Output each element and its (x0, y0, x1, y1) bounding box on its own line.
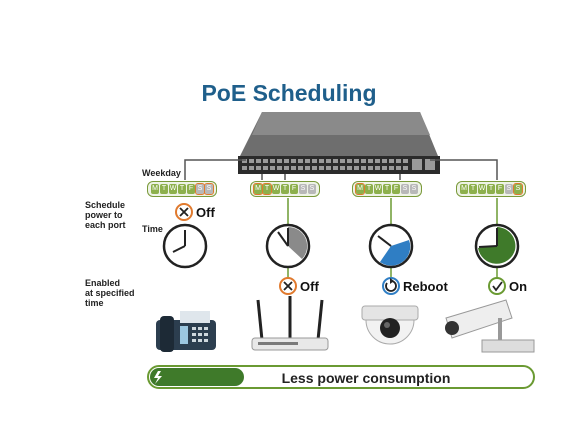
schedule-label-3: each port (85, 220, 126, 230)
connection-lines (184, 159, 498, 278)
day-sat: S (505, 184, 513, 194)
off-icon-port2 (279, 277, 297, 295)
day-fri: F (392, 184, 400, 194)
day-tue: T (365, 184, 373, 194)
page-title: PoE Scheduling (201, 80, 377, 106)
day-sun: S (513, 183, 523, 195)
bullet-camera-icon (445, 299, 535, 353)
day-tue: T (160, 184, 168, 194)
day-sun: S (308, 184, 316, 194)
status-port2: Off (300, 279, 319, 294)
day-sat: S (299, 184, 307, 194)
day-mon: M (253, 183, 263, 195)
reboot-icon (382, 277, 400, 295)
day-mon: M (460, 184, 468, 194)
day-tue: T (262, 183, 272, 195)
weekday-label: Weekday (142, 168, 181, 178)
clock-icon-port2 (265, 223, 311, 269)
day-wed: W (169, 184, 177, 194)
ip-phone-icon (156, 311, 216, 352)
status-port1: Off (196, 205, 215, 220)
lightning-icon (154, 371, 162, 384)
time-label: Time (142, 224, 163, 234)
network-switch (238, 112, 440, 174)
wireless-ap-icon (251, 296, 329, 351)
power-banner (147, 365, 535, 389)
day-thu: T (178, 184, 186, 194)
weekday-selector-port1: M T W T F S S (147, 181, 217, 197)
day-mon: M (355, 183, 365, 195)
clock-icon-port4 (474, 223, 520, 269)
check-icon (488, 277, 506, 295)
clock-icon-port3 (368, 223, 414, 269)
day-wed: W (374, 184, 382, 194)
clock-icon-port1 (162, 223, 208, 269)
day-sat: S (401, 184, 409, 194)
day-wed: W (272, 184, 280, 194)
day-sun: S (410, 184, 418, 194)
day-tue: T (469, 184, 477, 194)
enabled-label-2: at specified (85, 288, 135, 298)
day-fri: F (290, 184, 298, 194)
day-sun: S (204, 183, 214, 195)
weekday-selector-port2: M T W T F S S (250, 181, 320, 197)
day-fri: F (187, 184, 195, 194)
day-mon: M (151, 184, 159, 194)
day-thu: T (383, 184, 391, 194)
day-sat: S (195, 183, 205, 195)
enabled-label-1: Enabled (85, 278, 121, 288)
schedule-label-1: Schedule (85, 200, 126, 210)
weekday-selector-port3: M T W T F S S (352, 181, 422, 197)
status-port4: On (509, 279, 528, 294)
enabled-label-3: time (85, 298, 104, 308)
dome-camera-icon (361, 305, 419, 345)
day-thu: T (281, 184, 289, 194)
day-fri: F (496, 184, 504, 194)
status-port3: Reboot (403, 279, 448, 294)
day-thu: T (487, 184, 495, 194)
schedule-label-2: power to (85, 210, 123, 220)
day-wed: W (478, 184, 486, 194)
weekday-selector-port4: M T W T F S S (456, 181, 526, 197)
banner-text: Less power consumption (281, 370, 451, 386)
off-icon-port1 (175, 203, 193, 221)
